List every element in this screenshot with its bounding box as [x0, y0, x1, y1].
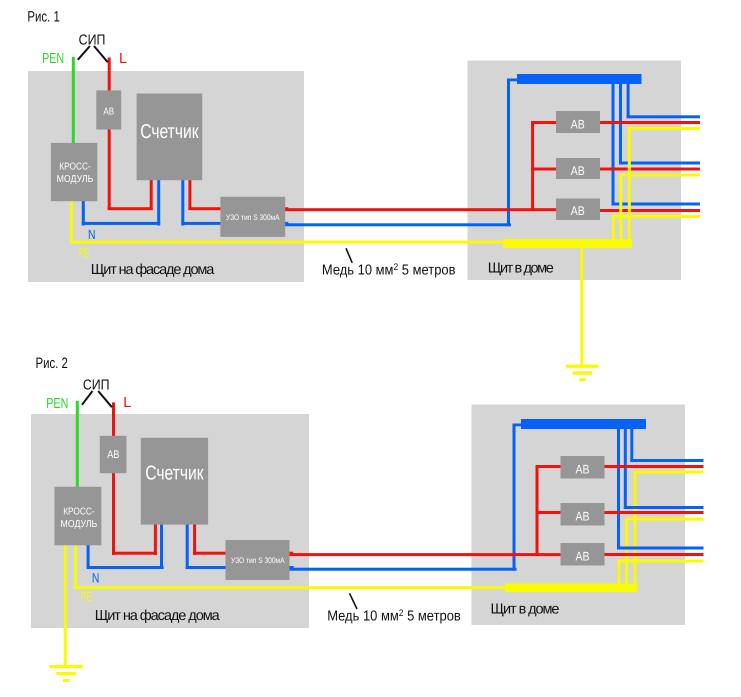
svg-text:АВ: АВ [103, 107, 114, 118]
svg-text:УЗО тип S 300мА: УЗО тип S 300мА [231, 556, 285, 565]
svg-text:КРОСС-: КРОСС- [59, 161, 90, 172]
svg-text:СИП: СИП [79, 32, 106, 48]
svg-text:L: L [119, 51, 127, 67]
svg-text:PEN: PEN [42, 51, 64, 67]
svg-text:АВ: АВ [571, 117, 585, 131]
svg-text:PE: PE [79, 246, 90, 261]
svg-text:СИП: СИП [83, 377, 110, 393]
svg-text:Рис. 2: Рис. 2 [36, 355, 68, 372]
svg-text:L: L [123, 395, 131, 411]
svg-text:МОДУЛЬ: МОДУЛЬ [61, 519, 98, 530]
svg-text:МОДУЛЬ: МОДУЛЬ [57, 174, 94, 185]
svg-text:Щит в доме: Щит в доме [491, 602, 560, 618]
svg-text:Медь 10 мм2 5 метров: Медь 10 мм2 5 метров [327, 608, 461, 625]
svg-text:N: N [88, 227, 96, 242]
svg-text:АВ: АВ [107, 449, 119, 461]
svg-text:Щит в доме: Щит в доме [488, 261, 554, 277]
svg-text:PEN: PEN [46, 396, 68, 412]
svg-text:АВ: АВ [576, 510, 590, 524]
svg-text:Щит на фасаде дома: Щит на фасаде дома [95, 608, 221, 624]
svg-text:АВ: АВ [576, 550, 590, 564]
svg-text:PE: PE [81, 589, 92, 604]
svg-text:АВ: АВ [571, 204, 585, 218]
svg-text:Счетчик: Счетчик [140, 121, 198, 143]
svg-text:Рис. 1: Рис. 1 [27, 9, 59, 26]
svg-text:Щит на фасаде дома: Щит на фасаде дома [91, 262, 215, 278]
svg-text:N: N [92, 570, 100, 585]
svg-text:УЗО тип S 300мА: УЗО тип S 300мА [226, 213, 280, 222]
svg-text:КРОСС-: КРОСС- [63, 507, 94, 518]
svg-text:Медь 10 мм2 5 метров: Медь 10 мм2 5 метров [322, 262, 456, 279]
svg-text:Счетчик: Счетчик [145, 463, 203, 485]
svg-text:АВ: АВ [576, 463, 590, 477]
svg-text:АВ: АВ [571, 164, 585, 178]
